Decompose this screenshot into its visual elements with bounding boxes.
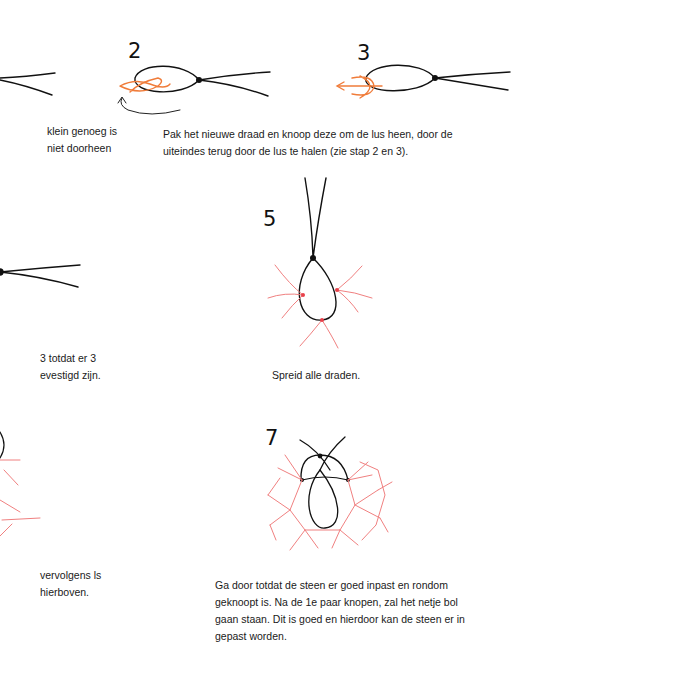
step-3-figure	[337, 65, 510, 98]
step-5-figure	[268, 178, 372, 348]
step-number: 5	[263, 208, 283, 230]
step-4-figure	[0, 265, 80, 287]
step-1-figure	[0, 73, 55, 95]
instruction-text: 3 totdat er 3 evestigd zijn.	[40, 350, 114, 384]
instruction-text: vervolgens ls hierboven.	[40, 567, 108, 601]
step-7-figure	[268, 437, 392, 550]
instruction-text: Spreid alle draden.	[272, 367, 412, 384]
step-number: 2	[128, 40, 148, 62]
instruction-text: klein genoeg is niet doorheen	[47, 123, 133, 157]
step-6-figure	[0, 432, 40, 536]
step-2-figure	[118, 66, 270, 114]
step-number: 7	[265, 427, 285, 449]
instruction-text: Ga door totdat de steen er goed inpast e…	[215, 577, 477, 645]
step-number: 3	[357, 42, 377, 64]
instruction-text: Pak het nieuwe draad en knoop deze om de…	[163, 126, 463, 160]
